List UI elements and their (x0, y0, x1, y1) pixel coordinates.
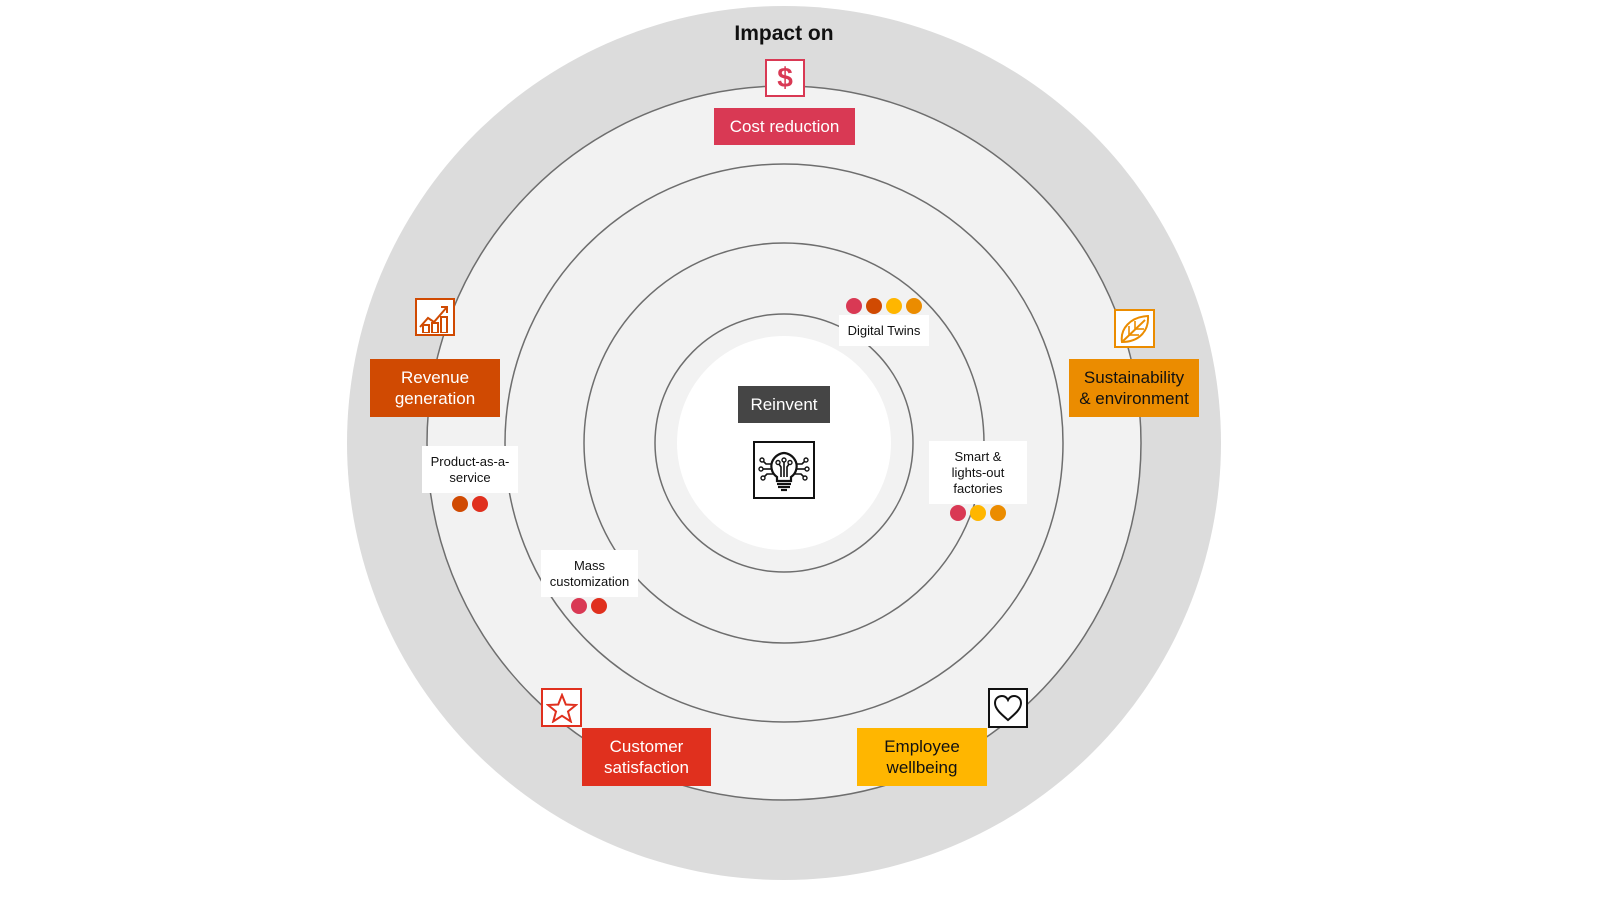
impact-dot-wellbeing (970, 505, 986, 521)
impact-dot-sustainability (990, 505, 1006, 521)
impact-dot-sustainability (906, 298, 922, 314)
impact-dots-smart-factories (950, 505, 1006, 521)
growth-chart-icon (415, 298, 455, 336)
dollar-icon: $ (765, 59, 805, 97)
impact-revenue-generation: Revenue generation (370, 359, 500, 417)
tech-digital-twins: Digital Twins (839, 315, 929, 346)
impact-dot-cost (846, 298, 862, 314)
star-icon (541, 688, 582, 727)
reinvent-label: Reinvent (738, 386, 830, 423)
impact-dots-product-as-a-service (452, 496, 488, 512)
impact-dots-digital-twins (846, 298, 922, 314)
ring-4 (654, 313, 914, 573)
impact-dot-wellbeing (886, 298, 902, 314)
tech-smart-factories: Smart & lights-out factories (929, 441, 1027, 504)
tech-product-as-a-service: Product-as-a- service (422, 446, 518, 493)
impact-customer-satisfaction: Customer satisfaction (582, 728, 711, 786)
impact-employee-wellbeing: Employee wellbeing (857, 728, 987, 786)
leaf-icon (1114, 309, 1155, 348)
impact-sustainability: Sustainability & environment (1069, 359, 1199, 417)
ring-2 (504, 163, 1064, 723)
diagram-title: Impact on (734, 22, 834, 45)
impact-dot-customer (472, 496, 488, 512)
tech-mass-customization: Mass customization (541, 550, 638, 597)
impact-dot-cost (571, 598, 587, 614)
impact-dots-mass-customization (571, 598, 607, 614)
impact-dot-revenue (452, 496, 468, 512)
impact-cost-reduction: Cost reduction (714, 108, 855, 145)
impact-dot-customer (591, 598, 607, 614)
impact-dot-revenue (866, 298, 882, 314)
impact-dot-cost (950, 505, 966, 521)
lightbulb-circuit-icon (753, 441, 815, 499)
heart-icon (988, 688, 1028, 728)
